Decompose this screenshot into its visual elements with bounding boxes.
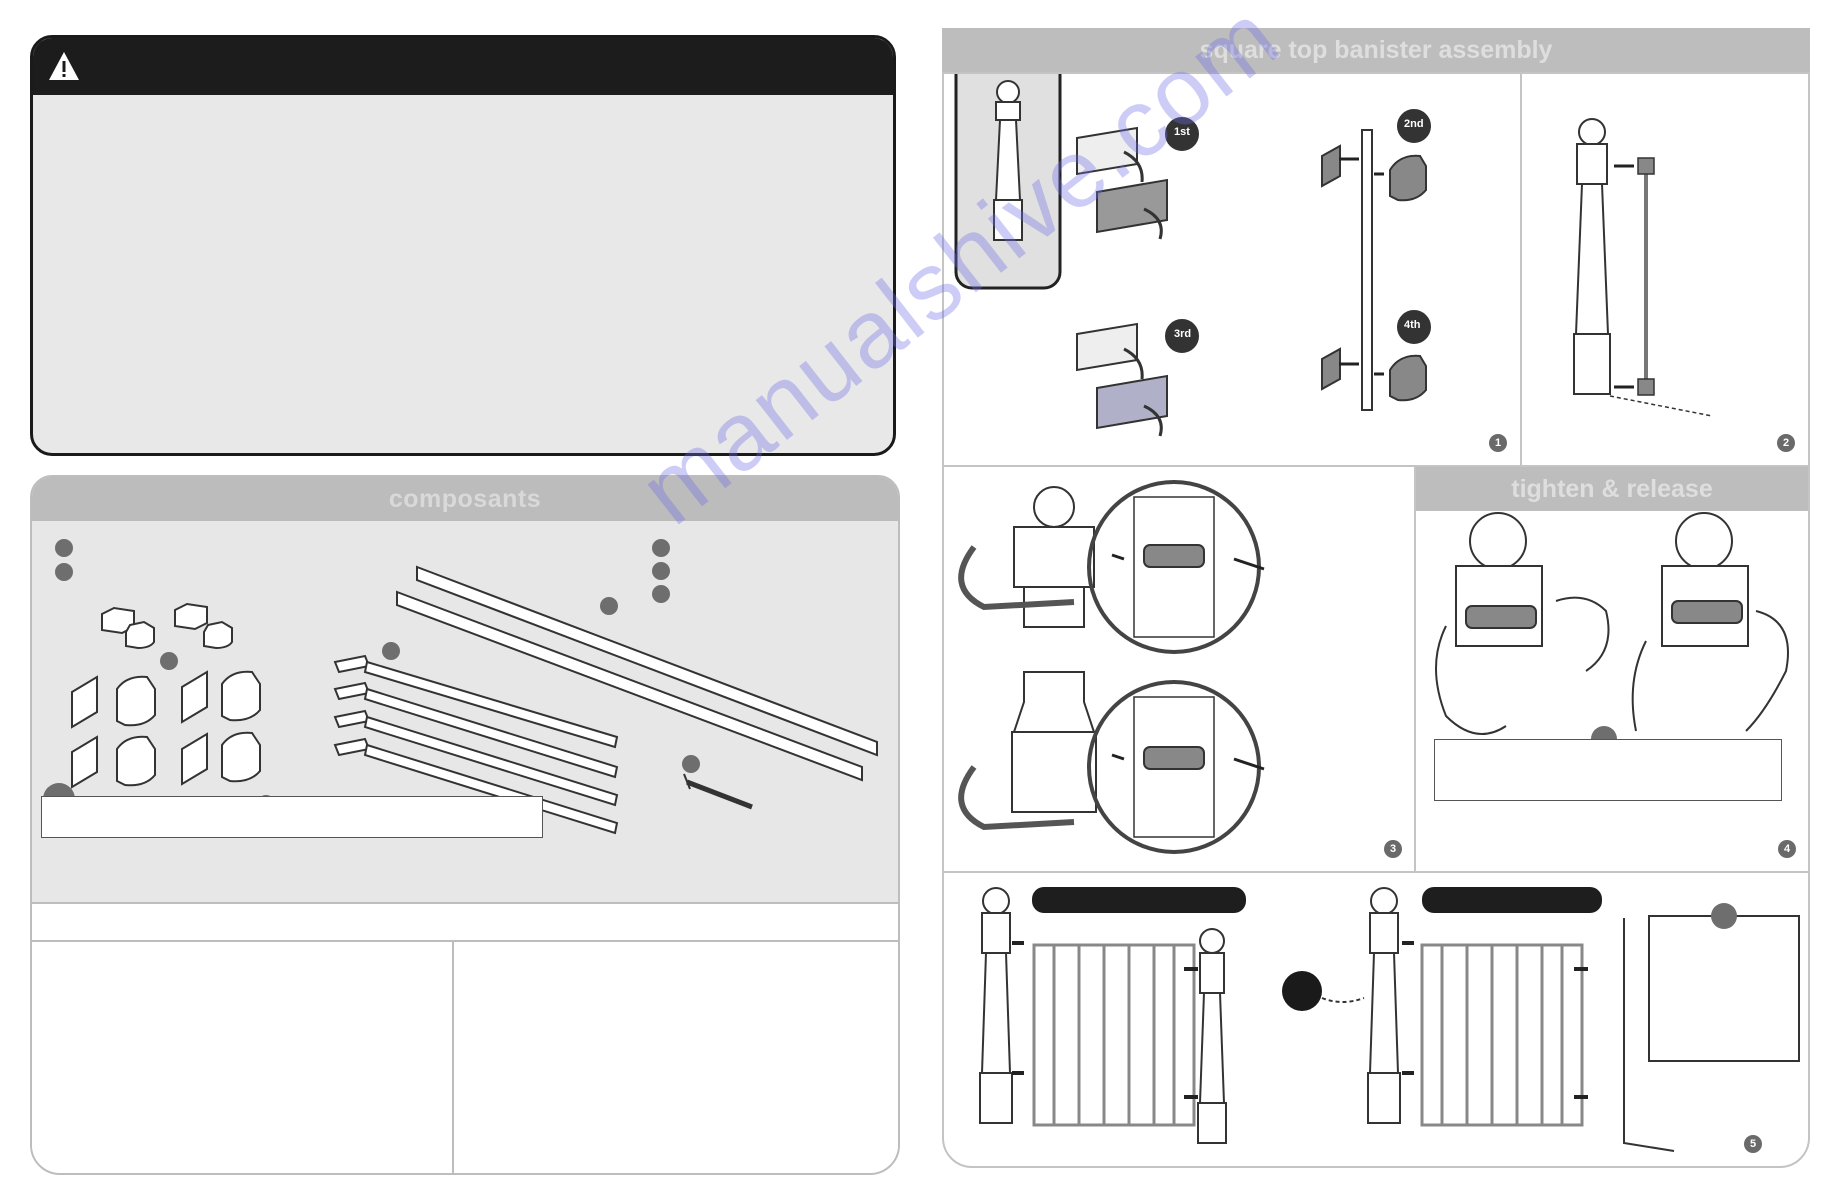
part-marker — [55, 563, 73, 581]
part-marker — [160, 652, 178, 670]
step-4-panel: tighten & release 4 — [1414, 465, 1810, 873]
part-marker — [600, 597, 618, 615]
step-3-panel: 3 — [942, 465, 1416, 873]
step-2-panel: 2 — [1520, 72, 1810, 467]
components-illustration — [71, 565, 878, 835]
lower-header-strip — [32, 902, 898, 942]
part-marker — [682, 755, 700, 773]
part-marker — [55, 539, 73, 557]
components-header: composants — [32, 477, 898, 521]
lower-divider — [452, 942, 454, 1173]
order-badge-1: 1st — [1174, 126, 1190, 138]
part-marker — [652, 562, 670, 580]
step-3-illustration — [958, 480, 1265, 854]
step-5-panel: 5 — [942, 871, 1810, 1168]
warning-header — [33, 38, 893, 95]
components-note-box — [41, 796, 543, 838]
warning-panel — [30, 35, 896, 456]
step-number-5: 5 — [1744, 1135, 1762, 1153]
step-4-illustration — [1435, 512, 1789, 735]
step-4-note-box — [1434, 739, 1782, 801]
part-marker — [382, 642, 400, 660]
warning-triangle-icon — [49, 52, 79, 80]
assembly-header: square top banister assembly — [942, 28, 1810, 72]
step-number-1: 1 — [1489, 434, 1507, 452]
part-marker — [652, 539, 670, 557]
order-badge-4: 4th — [1404, 319, 1421, 331]
step-number-2: 2 — [1777, 434, 1795, 452]
components-lower-area — [32, 902, 898, 1173]
step-1-panel: 1 — [942, 72, 1522, 467]
order-badge-2: 2nd — [1404, 118, 1424, 130]
order-badge-3: 3rd — [1174, 328, 1192, 340]
step-5-label-pill-left — [1032, 887, 1246, 913]
step-1-illustration — [954, 74, 1433, 437]
step-2-illustration — [1573, 118, 1713, 417]
step-number-4: 4 — [1778, 840, 1796, 858]
tighten-title: tighten & release — [1511, 475, 1713, 503]
part-marker — [652, 585, 670, 603]
components-title: composants — [388, 485, 542, 513]
assembly-title: square top banister assembly — [1199, 36, 1553, 64]
step-5-illustration — [979, 887, 1800, 1152]
assembly-frame: square top banister assembly — [942, 28, 1810, 1168]
components-panel: composants — [30, 475, 900, 1175]
step-5-label-pill-right — [1422, 887, 1602, 913]
tighten-header: tighten & release — [1416, 467, 1808, 511]
step-number-3: 3 — [1384, 840, 1402, 858]
